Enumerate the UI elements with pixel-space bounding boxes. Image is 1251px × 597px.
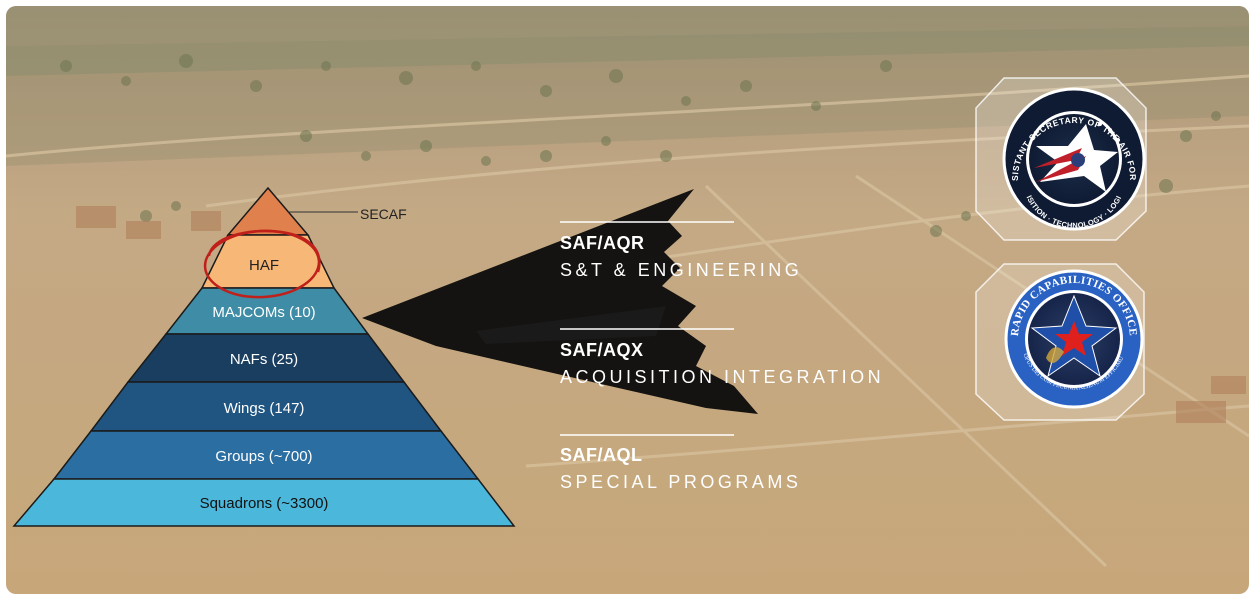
hierarchy-pyramid: SECAF HAF MAJCOMs (10) NAFs (25) Wings (… [12,186,516,527]
tier-label-wings: Wings (147) [224,400,305,417]
tier-label-squadrons: Squadrons (~3300) [200,495,329,512]
rco-star-emblem-icon [1030,294,1118,378]
tier-label-haf: HAF [249,257,279,274]
haf-highlight-circle [203,229,321,299]
seal-star-emblem-icon [1034,122,1120,192]
office-name-aql: SPECIAL PROGRAMS [560,472,801,492]
secaf-label: SECAF [360,206,407,222]
office-code-aql: SAF/AQL [560,445,643,465]
office-name-aqr: S&T & ENGINEERING [560,260,802,280]
stealth-aircraft-silhouette-icon [362,189,758,414]
tier-label-majcoms: MAJCOMs (10) [212,304,315,321]
office-list: SAF/AQR S&T & ENGINEERING SAF/AQX ACQUIS… [560,221,884,492]
office-code-aqx: SAF/AQX [560,340,644,360]
office-name-aqx: ACQUISITION INTEGRATION [560,367,884,387]
pyramid-tier-squadrons [12,478,516,527]
office-code-aqr: SAF/AQR [560,233,645,253]
slide-canvas: SECAF HAF MAJCOMs (10) NAFs (25) Wings (… [6,6,1249,594]
tier-label-groups: Groups (~700) [215,448,312,465]
tier-label-nafs: NAFs (25) [230,351,298,368]
